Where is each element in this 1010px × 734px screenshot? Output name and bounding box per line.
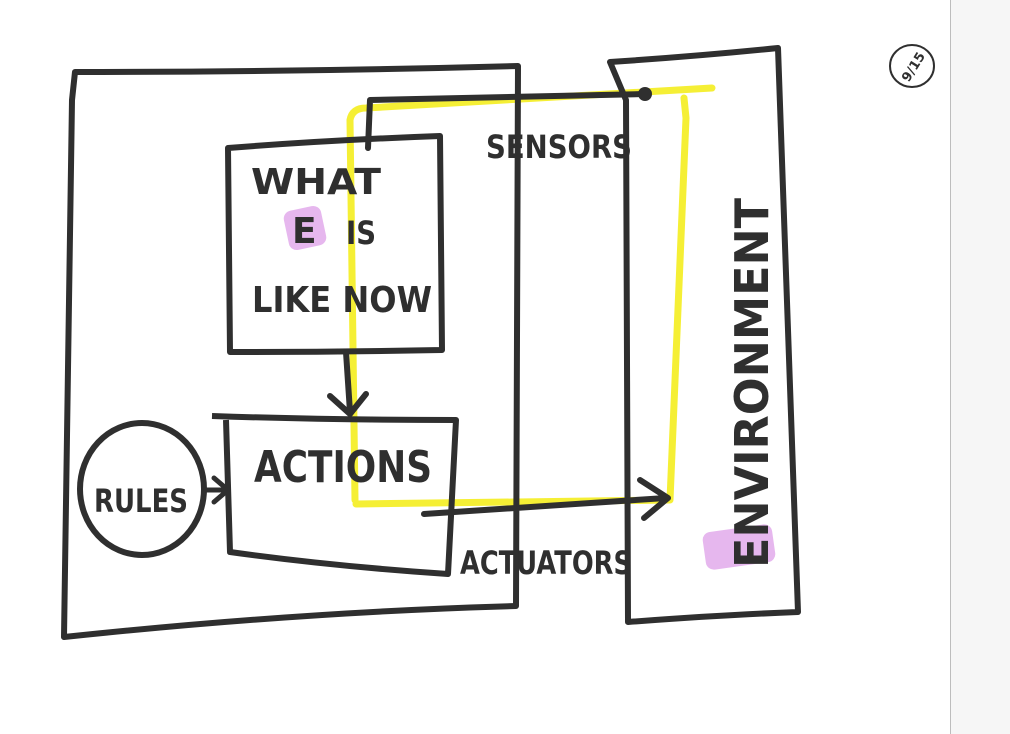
environment-box xyxy=(607,45,801,625)
state-letter-e: E xyxy=(292,211,317,252)
actuators-label: ACTUATORS xyxy=(460,544,632,582)
actuators-arrow xyxy=(421,477,671,521)
pink-mark-environment xyxy=(702,524,776,570)
state-line-1: WHAT xyxy=(251,162,381,203)
state-box xyxy=(225,133,445,355)
rules-to-actions-arrow xyxy=(203,475,231,505)
state-to-actions-arrow xyxy=(327,349,369,417)
page-number-circle xyxy=(889,44,935,88)
agent-box xyxy=(61,63,521,640)
rules-label: RULES xyxy=(94,482,188,520)
actions-box xyxy=(211,413,459,577)
sensor-dot xyxy=(638,87,652,101)
scan-edge xyxy=(950,0,1010,734)
pink-mark-e xyxy=(283,205,327,251)
state-line-3: LIKE NOW xyxy=(252,280,432,321)
page-number: 9/15 xyxy=(899,50,929,85)
sensors-connector xyxy=(365,91,648,151)
actions-label: ACTIONS xyxy=(254,442,432,493)
environment-label: ENVIRONMENT xyxy=(725,197,779,568)
state-line-2: IS xyxy=(346,214,376,252)
sensors-label: SENSORS xyxy=(486,128,632,166)
highlight-loop xyxy=(346,84,716,508)
